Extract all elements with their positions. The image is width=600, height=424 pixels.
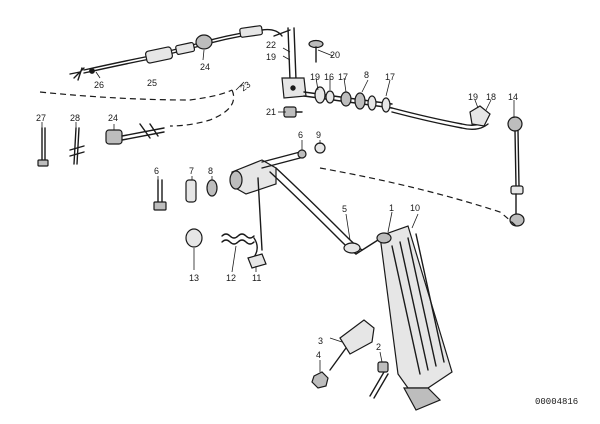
callout-1: 1	[389, 203, 394, 213]
pedal-arm-5	[269, 167, 379, 255]
cable-bracket	[273, 27, 307, 99]
callout-27: 27	[36, 113, 46, 123]
callout-4: 4	[316, 350, 321, 360]
clip-21	[283, 106, 303, 118]
sleeve-7	[185, 179, 197, 203]
callout-21: 21	[266, 107, 276, 117]
callout-23: 23	[238, 79, 252, 93]
callout-18-left: 19	[310, 72, 320, 82]
callout-20: 20	[330, 50, 340, 60]
pin-20	[308, 39, 324, 63]
callout-28: 28	[70, 113, 80, 123]
callout-6: 6	[154, 166, 159, 176]
bolt-6	[153, 179, 167, 211]
callout-22: 22	[266, 40, 276, 50]
callout-26: 26	[94, 80, 104, 90]
cable-route-dashed-2	[169, 89, 235, 127]
callout-24-left: 24	[108, 113, 118, 123]
link-route-dashed	[319, 167, 517, 227]
callout-18: 18	[486, 92, 496, 102]
clip-11	[247, 253, 267, 269]
stop-3	[329, 319, 375, 371]
callout-13: 13	[189, 273, 199, 283]
callout-19-right: 19	[468, 92, 478, 102]
callout-12: 12	[226, 273, 236, 283]
callout-11: 11	[252, 273, 261, 283]
callout-6-top: 6	[298, 130, 303, 140]
callout-14: 14	[508, 92, 518, 102]
callout-8: 8	[364, 70, 369, 80]
accelerator-pedal-1	[376, 225, 453, 411]
document-number: 00004816	[535, 397, 578, 407]
throttle-cable-upper	[69, 25, 283, 81]
bushing-24	[105, 123, 165, 145]
nut-4	[311, 371, 329, 389]
vertical-rod-14	[507, 116, 525, 227]
callout-19-top: 19	[266, 52, 276, 62]
callout-17-right: 17	[385, 72, 395, 82]
callout-9: 9	[316, 130, 321, 140]
washer-8	[206, 179, 218, 197]
cable-route-dashed	[39, 89, 233, 101]
bolt-28	[69, 127, 85, 165]
leader-lines	[41, 47, 515, 372]
callout-17-left: 17	[338, 72, 348, 82]
callout-7: 7	[189, 166, 194, 176]
callout-3: 3	[318, 336, 323, 346]
callout-16: 16	[324, 72, 334, 82]
connecting-rod	[391, 105, 491, 131]
callout-24: 24	[200, 62, 210, 72]
pedal-bearing-bracket	[229, 142, 326, 251]
callout-25: 25	[147, 78, 157, 88]
shaft-with-washers	[303, 86, 393, 113]
cap-13	[185, 228, 203, 248]
bolt-27	[37, 127, 49, 167]
callout-5: 5	[342, 204, 347, 214]
bolt-2	[369, 361, 389, 399]
callout-8-left: 8	[208, 166, 213, 176]
callouts: 24 25 26 23 22 19 20 19 16 17 8 17 21 19…	[36, 40, 518, 360]
callout-2: 2	[376, 342, 381, 352]
callout-10: 10	[410, 203, 420, 213]
